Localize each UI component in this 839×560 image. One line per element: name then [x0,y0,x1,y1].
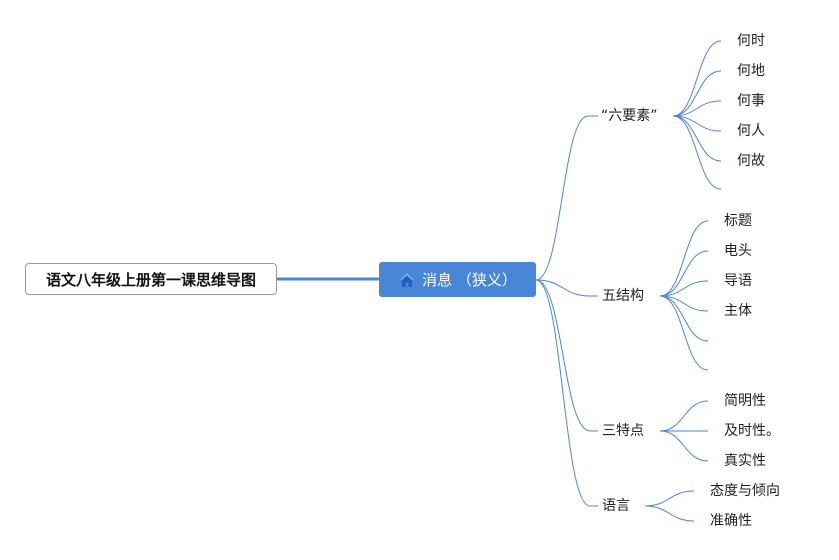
leaf-timeliness[interactable]: 及时性。 [724,423,780,439]
branch-connector [535,279,591,432]
leaf-connector [659,400,709,432]
leaf-dateline[interactable]: 电头 [724,243,752,259]
root-topic-label: 语文八年级上册第一课思维导图 [45,270,256,289]
leaf-connector [659,430,709,462]
central-topic[interactable]: 消息 （狭义） [379,262,536,297]
leaf-connector [672,100,722,117]
branch-five-structures[interactable]: 五结构 [602,288,644,304]
leaf-why[interactable]: 何故 [737,153,765,169]
leaf-accuracy[interactable]: 准确性 [710,513,752,529]
branch-connector [535,279,591,297]
central-topic-label: 消息 （狭义） [422,271,517,289]
leaf-connector [672,115,722,190]
branch-six-elements[interactable]: “六要素” [601,108,658,124]
branch-language[interactable]: 语言 [602,498,630,514]
leaf-connector [672,115,722,162]
leaf-what[interactable]: 何事 [737,93,765,109]
leaf-title[interactable]: 标题 [724,213,752,229]
leaf-connector [659,295,709,371]
leaf-connector [644,490,695,507]
leaf-connector [672,70,722,117]
leaf-when[interactable]: 何时 [737,33,765,49]
leaf-connector [644,505,695,522]
leaf-attitude-tendency[interactable]: 态度与倾向 [710,483,780,499]
leaf-connector [659,295,709,342]
root-topic[interactable]: 语文八年级上册第一课思维导图 [25,263,277,295]
home-icon [398,271,416,289]
branch-connector [535,279,591,507]
branch-connector [535,115,589,281]
leaf-conciseness[interactable]: 简明性 [724,393,766,409]
leaf-connector [672,40,722,117]
leaf-where[interactable]: 何地 [737,63,765,79]
leaf-who[interactable]: 何人 [737,123,765,139]
leaf-truthfulness[interactable]: 真实性 [724,453,766,469]
leaf-lead[interactable]: 导语 [724,273,752,289]
leaf-connector [659,280,709,297]
leaf-connector [659,250,709,297]
leaf-body[interactable]: 主体 [724,303,752,319]
leaf-connector [659,220,709,297]
branch-three-features[interactable]: 三特点 [602,423,644,439]
